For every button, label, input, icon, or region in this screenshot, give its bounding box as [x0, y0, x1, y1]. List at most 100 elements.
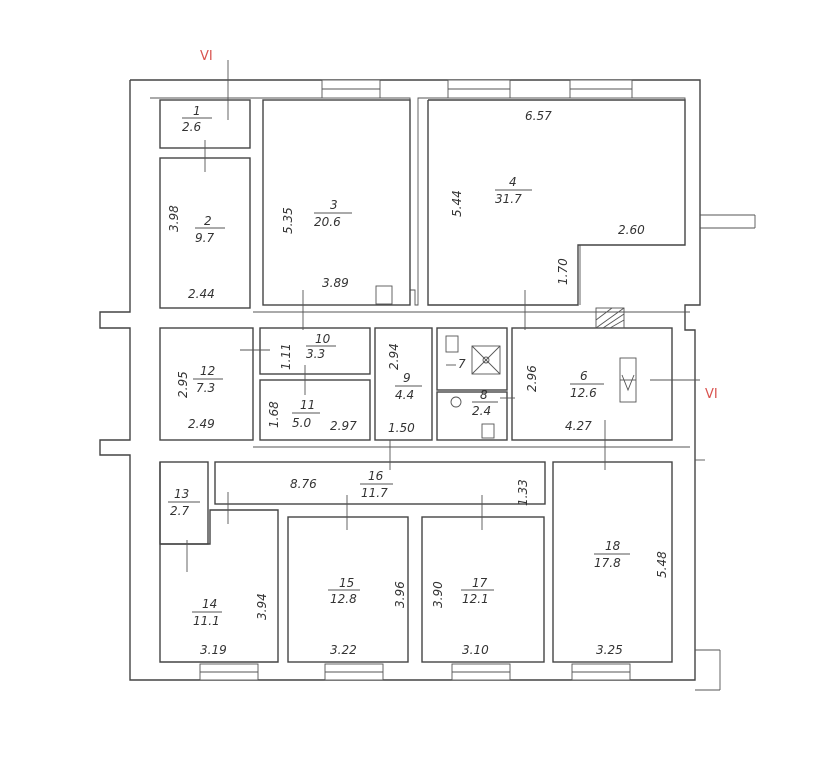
room-area: 2.7	[170, 504, 189, 518]
room-number: 12	[200, 364, 215, 378]
room-area: 4.4	[395, 388, 414, 402]
section-mark-right: VI	[705, 387, 718, 402]
dim-r17-width: 3.10	[462, 643, 489, 657]
room-number: 2	[204, 214, 212, 228]
room-area: 20.6	[314, 215, 341, 229]
room-outline-16	[214, 461, 546, 505]
room-label-13: 13 2.7	[168, 487, 200, 518]
room-area: 9.7	[195, 231, 214, 245]
room-outline-6	[511, 327, 673, 441]
room-outline-14	[159, 462, 279, 663]
door-marks	[186, 60, 700, 572]
room-number: 13	[174, 487, 189, 501]
room-area: 31.7	[495, 192, 522, 206]
sink-8	[450, 396, 462, 408]
room-label-14: 14 11.1	[192, 597, 222, 628]
room-label-6: 6 12.6	[570, 369, 604, 400]
room-label-3: 3 20.6	[314, 198, 352, 229]
dim-r15-width: 3.22	[330, 643, 357, 657]
room-label-12: 12 7.3	[193, 364, 223, 395]
room-outline-9	[374, 327, 433, 441]
dim-r15-height: 3.96	[393, 581, 407, 608]
dim-r9-height: 2.94	[387, 343, 401, 370]
room-outline-4	[427, 99, 686, 306]
room-number: 11	[300, 398, 315, 412]
dim-r4-left: 5.44	[450, 190, 464, 217]
fixtures	[375, 285, 637, 439]
corridor-lines	[253, 307, 690, 448]
room-label-8: 8 2.4	[472, 388, 498, 418]
dim-r3-height: 5.35	[281, 207, 295, 234]
section-mark-top: VI	[200, 49, 213, 64]
dim-r4-top: 6.57	[525, 109, 552, 123]
dim-r9-width: 1.50	[388, 421, 415, 435]
room-number: 1	[193, 104, 201, 118]
room-labels: 1 2.6 2 9.7 3 20.6 4 31.7 6 12.6 7	[168, 104, 630, 628]
dim-r6-height: 2.96	[525, 365, 539, 392]
room-label-4: 4 31.7	[495, 175, 532, 206]
dim-r6-width: 4.27	[565, 419, 592, 433]
room-area: 5.0	[292, 416, 311, 430]
room-label-15: 15 12.8	[328, 576, 360, 606]
room-label-2: 2 9.7	[195, 214, 225, 245]
dim-r14-width: 3.19	[200, 643, 227, 657]
room-area: 11.7	[361, 486, 388, 500]
dim-r16-height: 1.33	[516, 479, 530, 506]
room-number: 4	[509, 175, 517, 189]
windows	[199, 79, 633, 681]
room-label-7: 7	[446, 357, 466, 371]
room-number: 7	[458, 357, 466, 371]
room-outline-15	[287, 516, 409, 663]
room-area: 2.4	[472, 404, 491, 418]
toilet-7	[445, 335, 459, 353]
dim-r2-width: 2.44	[188, 287, 215, 301]
room-number: 9	[403, 371, 411, 385]
room-label-10: 10 3.3	[306, 332, 336, 361]
dim-r2-height: 3.98	[167, 205, 181, 232]
toilet-8	[481, 423, 495, 439]
dim-r17-height: 3.90	[431, 581, 445, 608]
dim-r3-width: 3.89	[322, 276, 349, 290]
dim-r12-height: 2.95	[176, 371, 190, 398]
room-outline-12	[159, 327, 254, 441]
room-label-9: 9 4.4	[395, 371, 422, 402]
room-outline-11	[259, 379, 371, 441]
room-label-18: 18 17.8	[594, 539, 630, 570]
room-number: 16	[368, 469, 384, 483]
room-outlines	[159, 99, 686, 663]
room-outline-10	[259, 327, 371, 375]
dim-r11-height: 1.68	[267, 401, 281, 428]
room-number: 6	[580, 369, 588, 383]
dim-r14-height: 3.94	[255, 593, 269, 620]
room-number: 3	[330, 198, 338, 212]
room-label-11: 11 5.0	[292, 398, 320, 430]
dim-r11-width: 2.97	[330, 419, 357, 433]
room-outline-13	[159, 461, 209, 545]
room-area: 12.1	[462, 592, 489, 606]
room-number: 14	[202, 597, 217, 611]
room-area: 17.8	[594, 556, 621, 570]
room-area: 7.3	[196, 381, 215, 395]
room-number: 17	[472, 576, 488, 590]
room-outline-3	[262, 99, 411, 306]
room-outline-7	[436, 327, 508, 391]
dim-r4-right: 2.60	[618, 223, 645, 237]
dim-r4-step: 1.70	[556, 258, 570, 285]
dim-r10-height: 1.11	[279, 343, 293, 370]
dim-r12-width: 2.49	[188, 417, 215, 431]
room-number: 15	[339, 576, 354, 590]
dimensions: 3.98 2.44 5.35 3.89 6.57 5.44 2.60 1.70 …	[167, 109, 669, 657]
room-outline-8	[436, 391, 508, 441]
room-outline-17	[421, 516, 545, 663]
room-area: 2.6	[182, 120, 201, 134]
room-label-1: 1 2.6	[182, 104, 212, 134]
shower-tray	[471, 345, 501, 375]
room-area: 12.6	[570, 386, 597, 400]
room-outline-18	[552, 461, 673, 663]
radiator-3	[375, 285, 393, 305]
room-area: 3.3	[306, 347, 325, 361]
room-number: 10	[315, 332, 331, 346]
room-label-17: 17 12.1	[461, 576, 494, 606]
dim-r18-width: 3.25	[596, 643, 623, 657]
